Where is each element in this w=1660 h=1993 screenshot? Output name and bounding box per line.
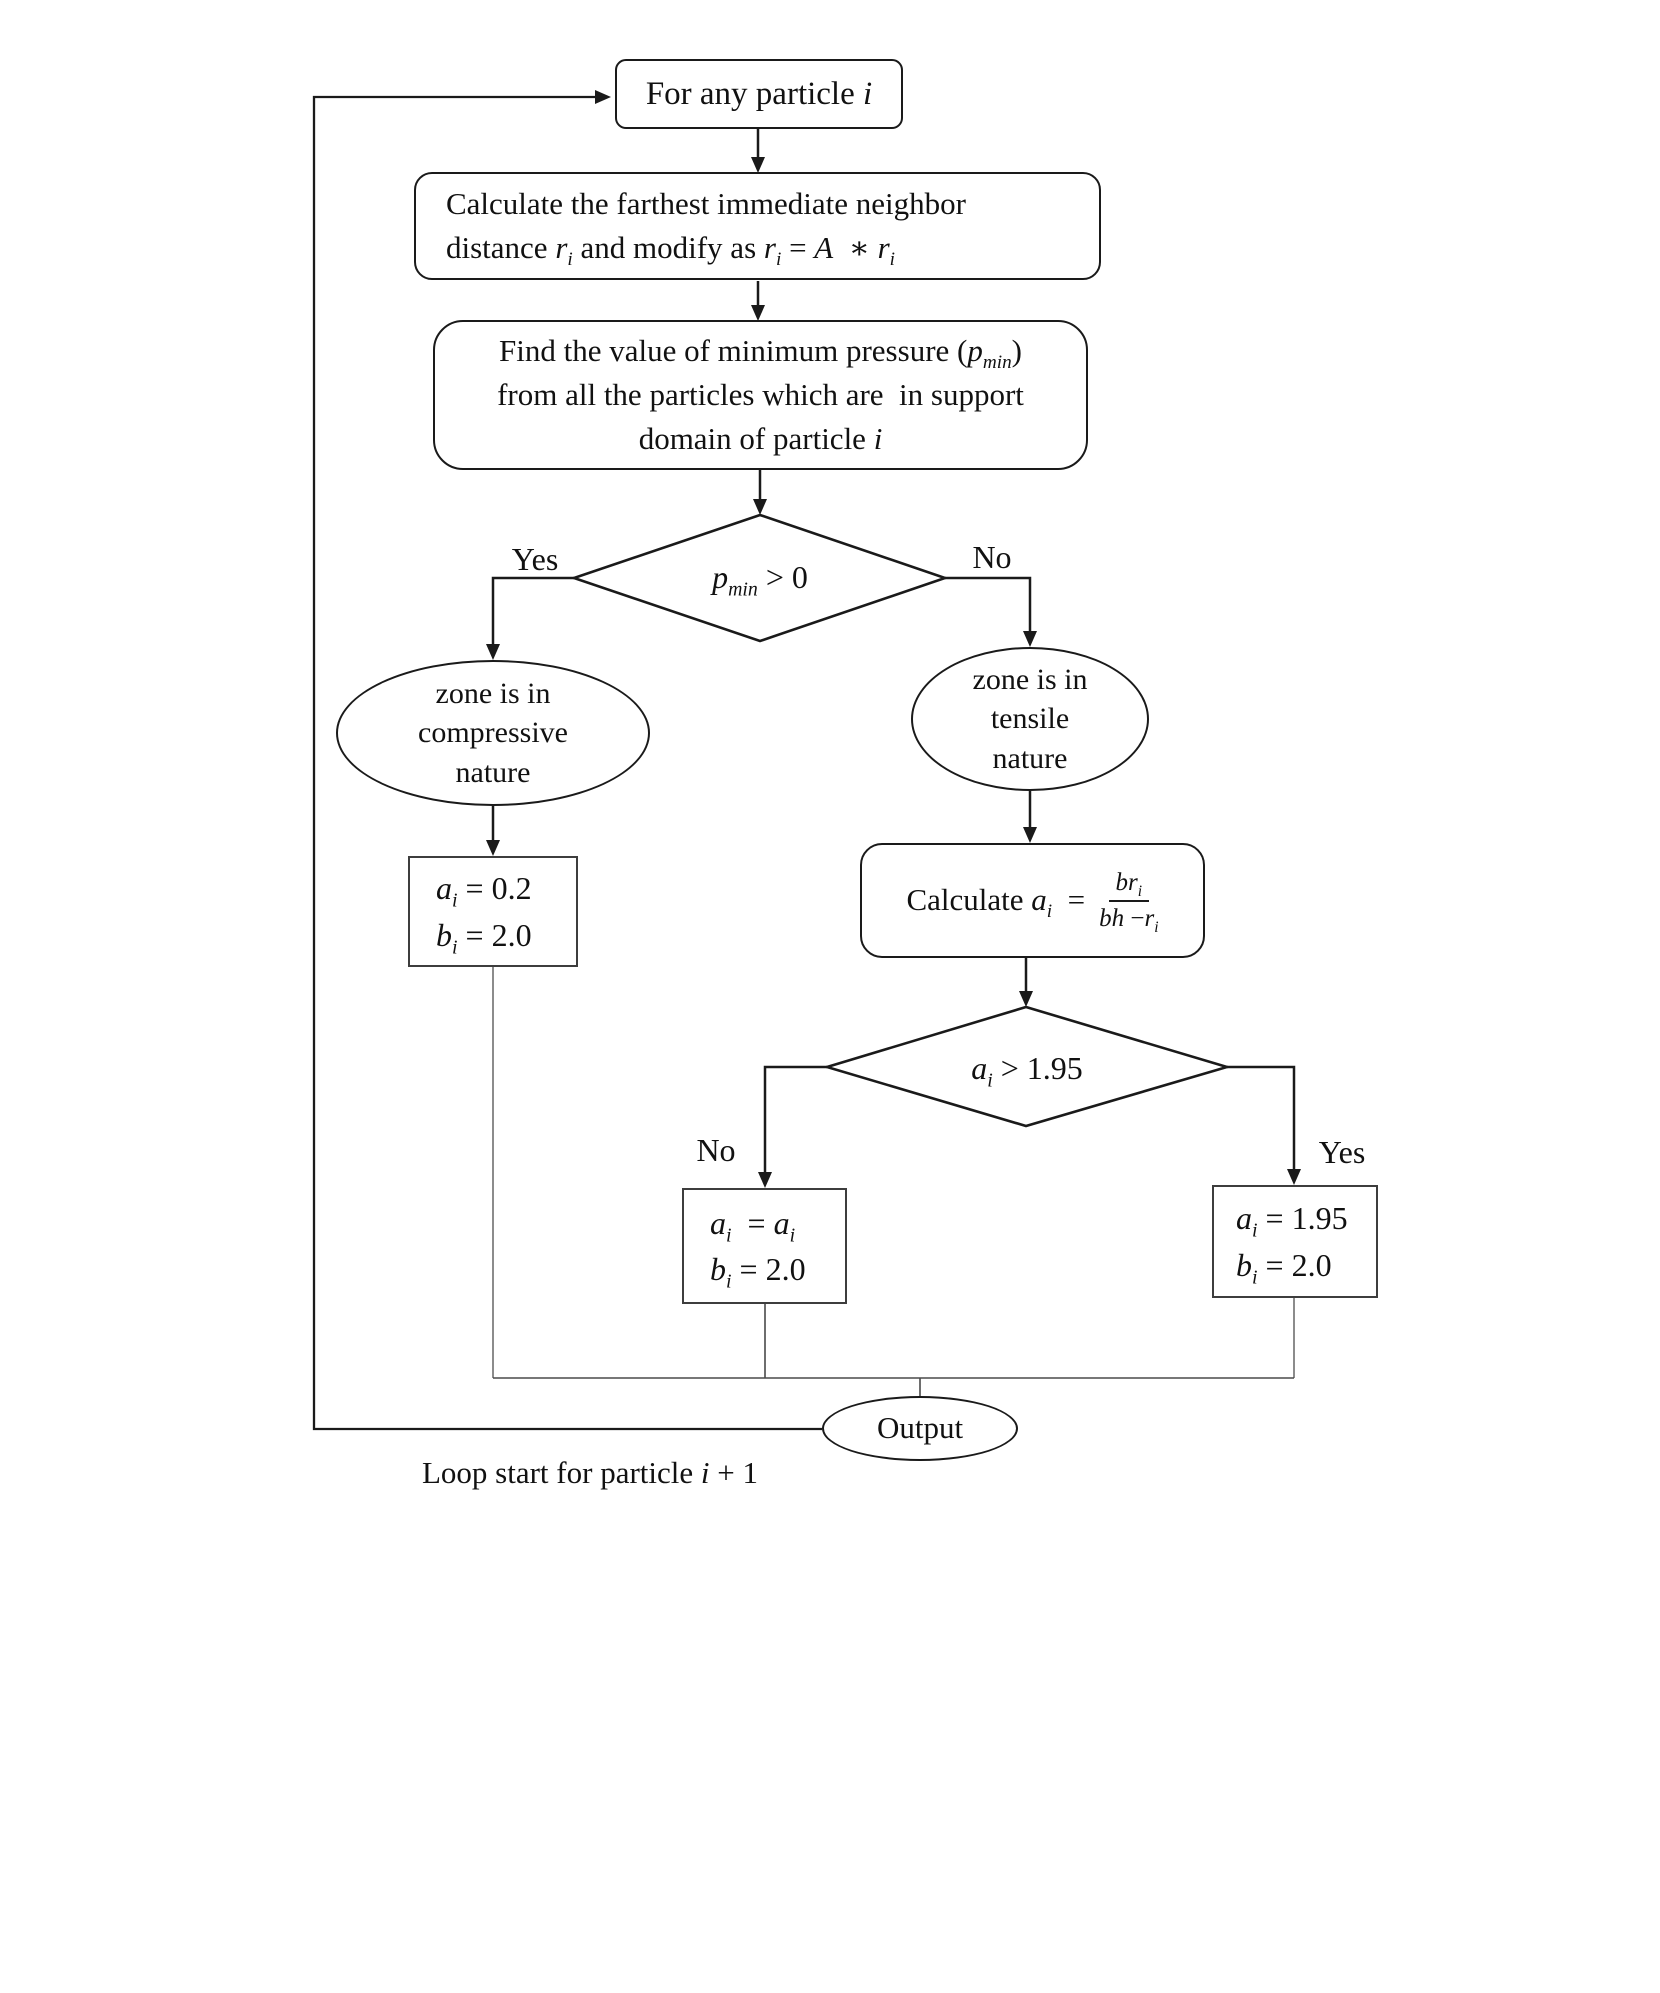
loop-note: Loop start for particle i + 1 <box>421 1455 758 1490</box>
output-ellipse: Output <box>822 1396 1018 1461</box>
ai-unchanged-line1: ai = ai <box>710 1204 796 1247</box>
edge-decision2-yes <box>1227 1065 1296 1170</box>
start-node: For any particle i <box>615 59 903 129</box>
arrowhead-find <box>751 305 765 321</box>
ai-no-label: No <box>696 1131 736 1168</box>
calc-neighbor-line2: distance ri and modify as ri = A ∗ ri <box>446 230 895 271</box>
edge-decision2-no <box>763 1065 827 1173</box>
ai-capped-values-box: ai = 1.95 bi = 2.0 <box>1212 1185 1378 1298</box>
calc-ai-fraction: bri bh −ri <box>1099 869 1159 936</box>
output-label: Output <box>876 1410 964 1446</box>
find-pmin-line2: from all the particles which are in supp… <box>497 376 1024 412</box>
pmin-yes-label: Yes <box>511 540 559 577</box>
arrowhead-values-compressive <box>486 840 500 856</box>
find-pmin-line3: domain of particle i <box>638 421 883 456</box>
pmin-decision-label: pmin > 0 <box>712 558 808 600</box>
pmin-decision-diamond <box>569 513 950 643</box>
compressive-line3: nature <box>455 755 531 789</box>
tensile-line1: zone is in <box>972 662 1088 696</box>
arrowhead-decision1 <box>753 499 767 515</box>
arrowhead-decision2 <box>1019 991 1033 1007</box>
arrowhead-calc <box>751 157 765 173</box>
compressive-line2: compressive <box>418 716 568 750</box>
ai-capped-line2: bi = 2.0 <box>1236 1246 1332 1288</box>
ai-unchanged-line2: bi = 2.0 <box>710 1251 806 1293</box>
arrowhead-values-unchanged <box>758 1172 772 1188</box>
edge-decision1-no <box>945 576 1032 632</box>
calc-ai-box: Calculate ai = bri bh −ri <box>860 843 1205 958</box>
calc-neighbor-line1: Calculate the farthest immediate neighbo… <box>446 185 966 221</box>
arrowhead-start <box>595 90 611 104</box>
arrowhead-tensile <box>1023 631 1037 647</box>
calc-ai-prefix: Calculate ai = <box>906 882 1086 923</box>
ai-decision-label: ai > 1.95 <box>971 1049 1083 1091</box>
edge-loop-back <box>312 95 822 1431</box>
calc-neighbor-node: Calculate the farthest immediate neighbo… <box>414 172 1101 280</box>
ai-decision-diamond <box>822 1005 1232 1128</box>
compressive-values-line1: ai = 0.2 <box>436 870 532 912</box>
calc-ai-denominator: bh −ri <box>1099 904 1159 936</box>
ai-yes-label: Yes <box>1318 1133 1366 1170</box>
compressive-values-box: ai = 0.2 bi = 2.0 <box>408 856 578 967</box>
edge-decision1-yes <box>491 576 574 645</box>
tensile-line3: nature <box>992 741 1068 775</box>
ai-capped-line1: ai = 1.95 <box>1236 1200 1348 1242</box>
start-label: For any particle i <box>645 75 873 112</box>
compressive-line1: zone is in <box>435 676 551 710</box>
ai-unchanged-values-box: ai = ai bi = 2.0 <box>682 1188 847 1304</box>
pmin-no-label: No <box>972 538 1012 575</box>
find-pmin-node: Find the value of minimum pressure (pmin… <box>433 320 1088 470</box>
tensile-line2: tensile <box>990 702 1070 736</box>
calc-ai-numerator: bri <box>1108 869 1150 902</box>
arrowhead-values-capped <box>1287 1169 1301 1185</box>
tensile-zone-ellipse: zone is in tensile nature <box>911 647 1149 791</box>
arrowhead-calcai <box>1023 827 1037 843</box>
arrowhead-compressive <box>486 644 500 660</box>
compressive-zone-ellipse: zone is in compressive nature <box>336 660 650 806</box>
find-pmin-line1: Find the value of minimum pressure (pmin… <box>498 332 1022 374</box>
compressive-values-line2: bi = 2.0 <box>436 916 532 958</box>
